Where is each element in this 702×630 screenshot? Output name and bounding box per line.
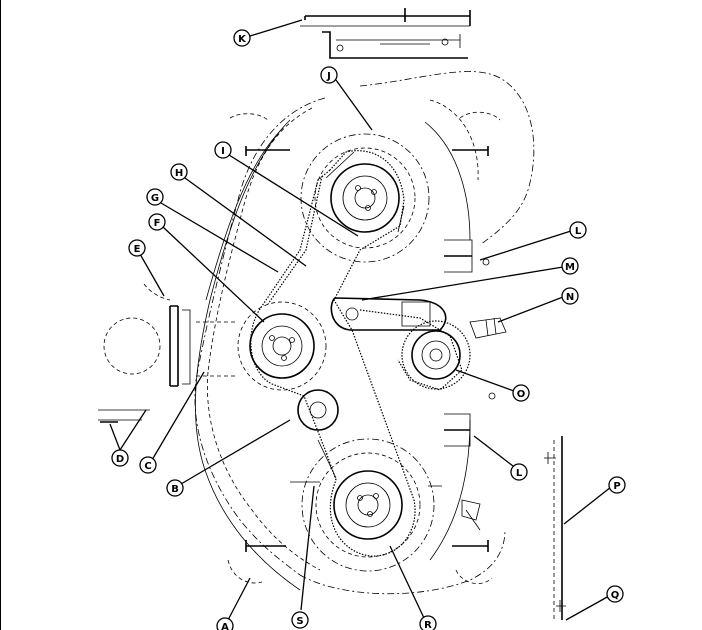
- top-spindle-pulley: [300, 133, 430, 263]
- svg-text:A: A: [221, 622, 229, 630]
- callout-f: F: [148, 213, 166, 231]
- bottom-spindle-pulley: [301, 438, 435, 572]
- callout-j: J: [320, 66, 338, 84]
- callout-m: M: [561, 257, 579, 275]
- top-bracket: [300, 8, 471, 59]
- center-drive-pulley: [237, 301, 327, 391]
- drive-belt: [250, 150, 463, 557]
- callout-e: E: [128, 239, 146, 257]
- callout-a: A: [216, 617, 234, 630]
- mounting-hardware: [227, 111, 501, 584]
- svg-text:O: O: [517, 389, 526, 400]
- callout-r: R: [419, 615, 437, 630]
- idler-pulley-b: [297, 389, 339, 431]
- callout-p: P: [608, 476, 626, 494]
- svg-text:F: F: [154, 218, 161, 229]
- svg-text:C: C: [144, 461, 151, 472]
- svg-text:P: P: [613, 481, 620, 492]
- svg-text:G: G: [151, 193, 159, 204]
- callout-k: K: [233, 29, 251, 47]
- callout-i: I: [214, 141, 232, 159]
- callout-n: N: [561, 287, 579, 305]
- svg-text:S: S: [296, 616, 303, 627]
- callout-b: B: [166, 479, 184, 497]
- callout-s: S: [291, 611, 309, 629]
- svg-text:Q: Q: [611, 590, 620, 601]
- leader-lines: [109, 19, 612, 621]
- callout-c: C: [139, 456, 157, 474]
- svg-text:H: H: [175, 168, 183, 179]
- left-side-assembly: [98, 283, 236, 423]
- right-idler-pulley: [401, 320, 471, 390]
- callouts: A B C D E F G H: [111, 29, 626, 630]
- svg-text:J: J: [326, 71, 331, 82]
- svg-text:L: L: [575, 226, 582, 237]
- svg-text:L: L: [516, 468, 523, 479]
- callout-l-upper: L: [569, 221, 587, 239]
- callout-d: D: [111, 449, 129, 467]
- svg-text:N: N: [566, 292, 574, 303]
- callout-g: G: [146, 188, 164, 206]
- svg-text:R: R: [424, 620, 432, 630]
- right-side-clips: [444, 239, 496, 447]
- svg-text:E: E: [134, 244, 141, 255]
- callout-o: O: [512, 384, 530, 402]
- callout-l-lower: L: [510, 463, 528, 481]
- idler-arm: [330, 297, 507, 339]
- bottom-right-hardware: [290, 481, 481, 531]
- svg-text:I: I: [221, 146, 225, 157]
- svg-text:D: D: [116, 454, 124, 465]
- callout-h: H: [170, 163, 188, 181]
- callout-q: Q: [606, 585, 624, 603]
- svg-text:K: K: [238, 34, 247, 45]
- side-bracket: [544, 436, 566, 620]
- svg-text:B: B: [171, 484, 179, 495]
- deck-housing-outline: [194, 71, 535, 595]
- svg-text:M: M: [565, 262, 575, 273]
